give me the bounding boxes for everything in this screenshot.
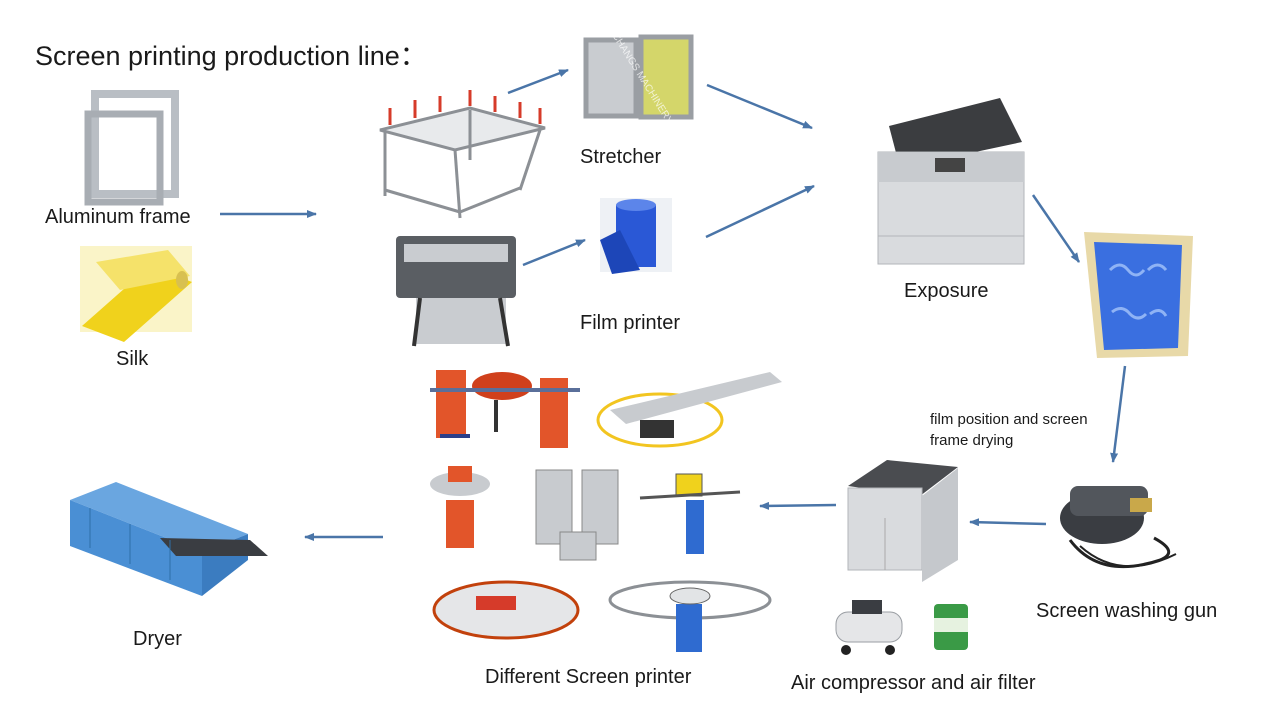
label-different-printer: Different Screen printer (485, 666, 692, 688)
label-screen-washing-gun: Screen washing gun (1036, 600, 1218, 622)
air-compressor-icon (835, 600, 903, 655)
arrow-film-to-exposure (705, 184, 815, 239)
label-aluminum-frame: Aluminum frame (45, 206, 191, 228)
arrow-stretcher-to-frames (507, 68, 569, 95)
aluminum-frame-icon (84, 90, 179, 206)
drying-cabinet-icon (847, 460, 958, 582)
label-film-position: film position and screen frame drying (930, 411, 1088, 449)
stretcher-machine-icon (379, 90, 546, 219)
silk-roll-icon (80, 246, 192, 342)
label-air-compressor: Air compressor and air filter (791, 672, 1036, 694)
label-silk: Silk (116, 348, 149, 370)
label-exposure: Exposure (904, 280, 989, 302)
label-film-printer: Film printer (580, 312, 681, 334)
arrow-cabinet-to-printers (759, 501, 837, 510)
screen-printer-icon (430, 370, 782, 652)
exposure-machine-icon (877, 98, 1025, 265)
arrow-washing-to-cabinet (969, 518, 1047, 527)
film-printer-icon (396, 236, 516, 347)
screen-frames-icon (583, 34, 694, 120)
exposed-screen-icon (1084, 232, 1193, 358)
film-roll-icon (600, 198, 672, 274)
air-filter-icon (934, 604, 968, 650)
label-stretcher: Stretcher (580, 146, 662, 168)
arrow-exposure-to-screen (1031, 194, 1081, 263)
arrow-screen-to-washing (1110, 365, 1127, 463)
label-dryer: Dryer (133, 628, 182, 650)
page-title: Screen printing production line： (35, 41, 427, 71)
arrow-printer-to-film (522, 238, 586, 267)
arrow-frames-to-exposure (706, 83, 813, 130)
washing-gun-icon (1060, 486, 1177, 569)
dryer-icon (70, 482, 268, 596)
